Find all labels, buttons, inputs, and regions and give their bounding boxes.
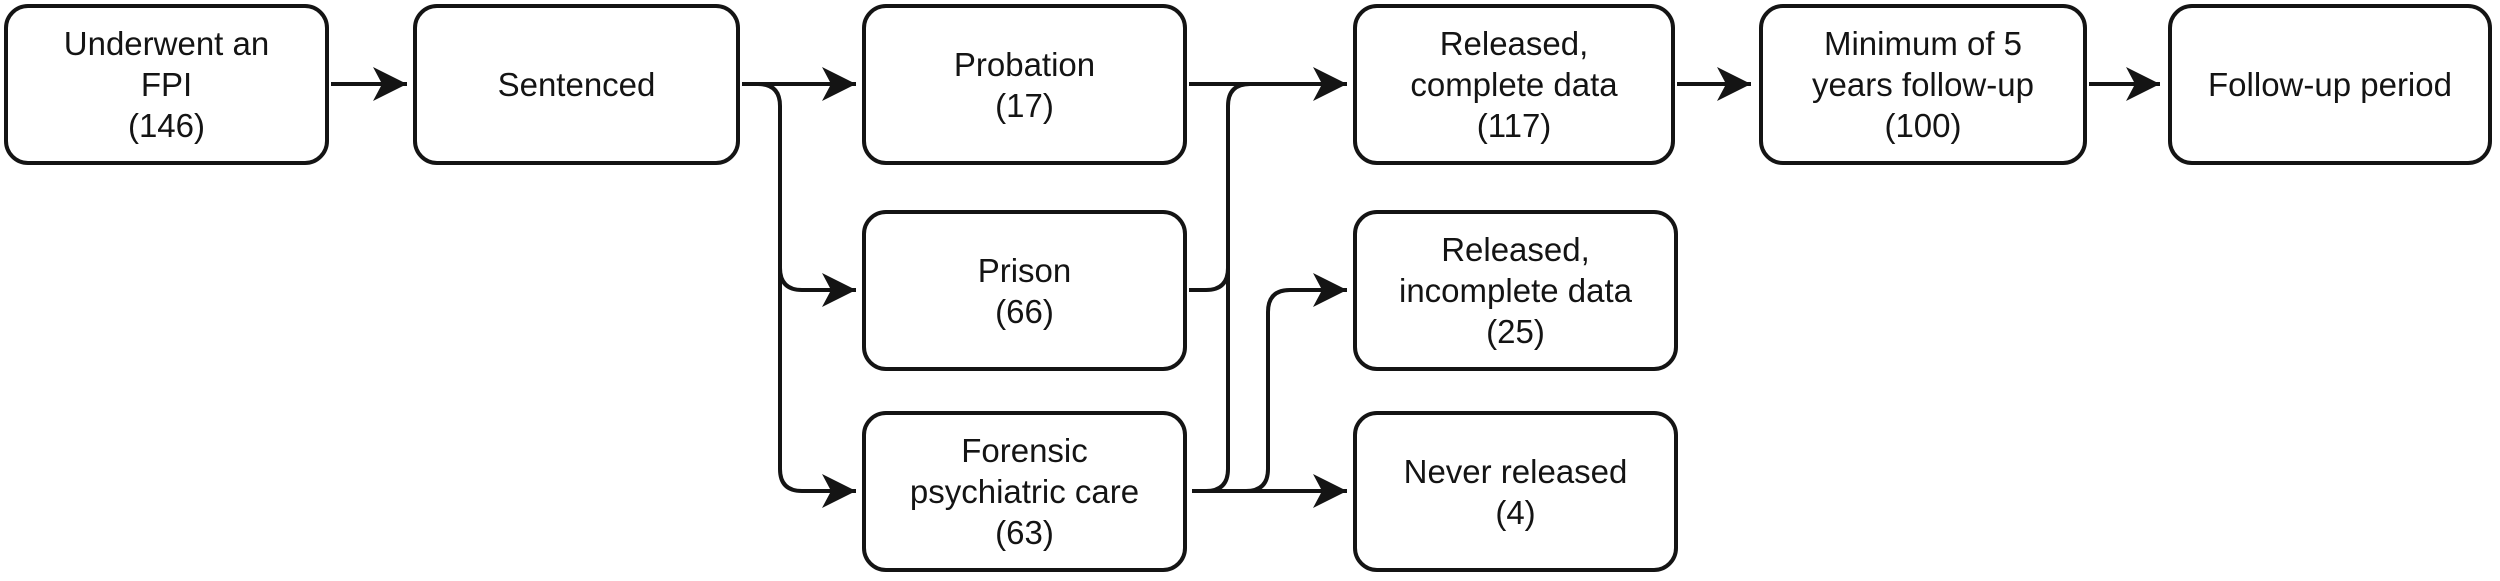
node-probation-line-1: (17): [995, 86, 1054, 124]
edge-forensic-to-released-incomplete-connector: [1245, 273, 1347, 493]
node-prison: Prison(66): [862, 210, 1187, 371]
node-forensic: Forensic psychiatric care (63): [862, 411, 1187, 572]
node-min-followup-line-0: Minimum of 5: [1823, 25, 2023, 62]
node-released-complete: Released, complete data (117): [1353, 4, 1675, 165]
node-prison-line-1: (66): [995, 292, 1054, 330]
node-min-followup-line-1: years follow-up: [1812, 66, 2034, 103]
node-prison-line-0: Prison: [977, 251, 1072, 289]
node-fpi-line-2: (146): [127, 107, 206, 144]
node-fpi-line-1: FPI: [140, 66, 193, 103]
node-released-complete-line-1: complete data: [1410, 66, 1618, 103]
node-released-incomplete: Released, incomplete data (25): [1353, 210, 1678, 371]
node-followup-period-line-0: Follow-up period: [2208, 66, 2452, 103]
node-forensic-line-1: psychiatric care: [909, 473, 1140, 510]
node-fpi: Underwent an FPI (146): [4, 4, 329, 165]
node-never-released: Never released(4): [1353, 411, 1678, 572]
node-fpi-line-0: Underwent an: [63, 25, 270, 62]
edge-sentenced-to-forensic-connector: [778, 180, 856, 508]
node-released-incomplete-line-2: (25): [1486, 313, 1545, 350]
node-probation: Probation(17): [862, 4, 1187, 165]
node-forensic-line-2: (63): [995, 514, 1054, 551]
node-never-released-line-0: Never released: [1403, 452, 1628, 490]
node-sentenced: Sentenced: [413, 4, 740, 165]
node-probation-line-0: Probation: [953, 45, 1096, 83]
node-sentenced-line-0: Sentenced: [497, 66, 656, 103]
node-never-released-line-1: (4): [1495, 493, 1536, 531]
node-min-followup: Minimum of 5 years follow-up (100): [1759, 4, 2087, 165]
node-released-incomplete-line-0: Released,: [1441, 231, 1590, 268]
node-forensic-line-0: Forensic: [961, 432, 1088, 469]
edge-prison-to-released-complete-connector: [1189, 267, 1230, 292]
node-released-complete-line-2: (117): [1476, 107, 1552, 144]
node-released-complete-line-0: Released,: [1439, 25, 1589, 62]
node-followup-period: Follow-up period: [2168, 4, 2492, 165]
edge-forensic-to-released-complete-connector: [1205, 82, 1251, 493]
node-released-incomplete-line-1: incomplete data: [1399, 272, 1632, 309]
node-min-followup-line-2: (100): [1884, 107, 1962, 144]
edge-sentenced-to-prison-connector: [757, 82, 856, 307]
